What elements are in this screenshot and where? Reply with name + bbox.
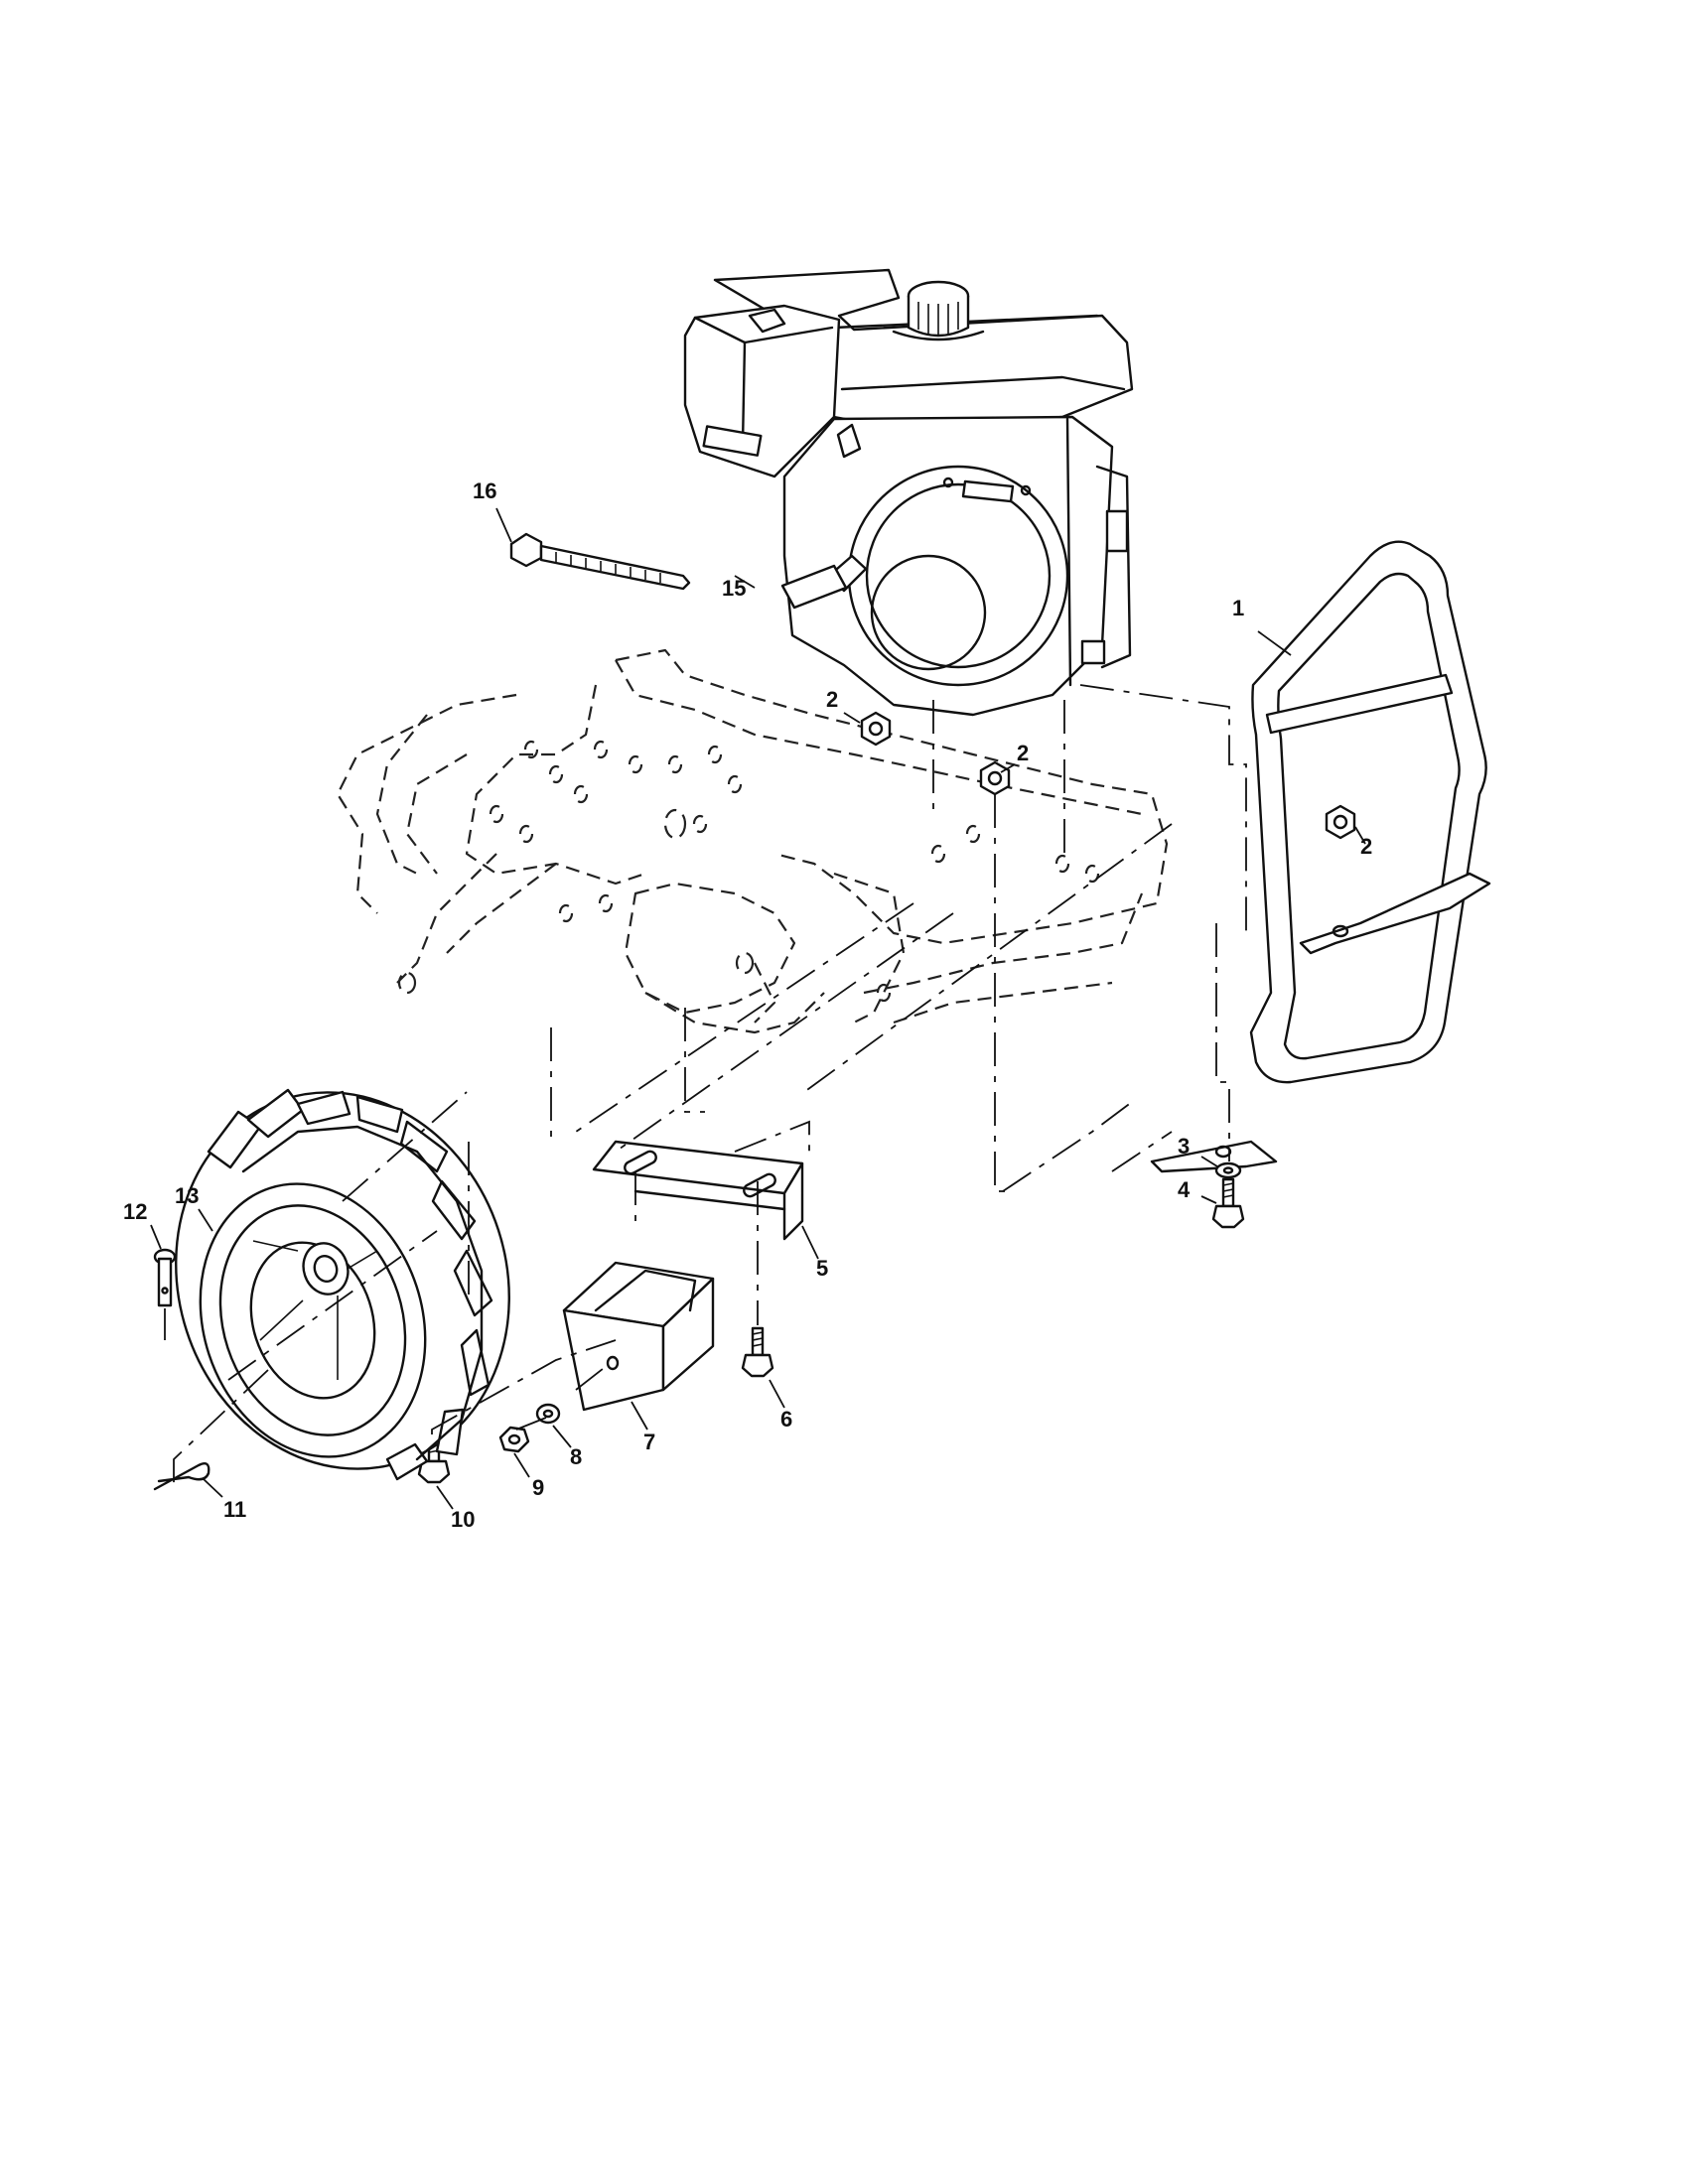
callout-5: 5: [816, 1256, 828, 1281]
callout-8: 8: [570, 1444, 582, 1469]
clevis-pin: [153, 1248, 177, 1307]
hex-bolt-guard: [1211, 1177, 1245, 1229]
engine: [683, 268, 1134, 717]
assembly-leader-lines: [164, 684, 1247, 1483]
bumper-guard: [1150, 540, 1491, 1173]
tiller-frame-phantom: [336, 648, 1169, 1034]
callout-9: 9: [532, 1475, 544, 1500]
flat-washer: [1214, 1161, 1242, 1179]
callout-7: 7: [643, 1430, 655, 1454]
mounting-bracket: [592, 1140, 804, 1241]
callout-10: 10: [451, 1507, 475, 1532]
hex-nut-left: [860, 711, 892, 747]
callout-1: 1: [1232, 596, 1244, 620]
callout-12: 12: [123, 1199, 147, 1224]
hex-nut-weight: [498, 1426, 530, 1453]
hex-bolt-bracket: [741, 1326, 774, 1378]
hex-nut-right: [1325, 804, 1356, 840]
callout-11: 11: [223, 1497, 246, 1522]
callout-2-center: 2: [1017, 741, 1029, 765]
callout-2-left: 2: [826, 687, 838, 712]
cable-tie: [509, 532, 691, 591]
callout-4: 4: [1178, 1177, 1191, 1202]
counterweight: [562, 1261, 715, 1412]
callout-6: 6: [780, 1407, 792, 1432]
hex-nut-center: [979, 760, 1011, 796]
callout-pointers: [150, 507, 1366, 1510]
callout-3: 3: [1178, 1134, 1190, 1159]
callout-labels: 1 2 2 2 3 4 5 6 7 8 9 10 11 12 13 15 16: [123, 478, 1372, 1532]
hair-pin-clip: [153, 1462, 210, 1491]
callout-2-right: 2: [1360, 834, 1372, 859]
callout-15: 15: [722, 576, 746, 601]
callout-16: 16: [473, 478, 496, 503]
callout-13: 13: [175, 1183, 199, 1208]
phantom-holes: [397, 740, 1100, 1003]
